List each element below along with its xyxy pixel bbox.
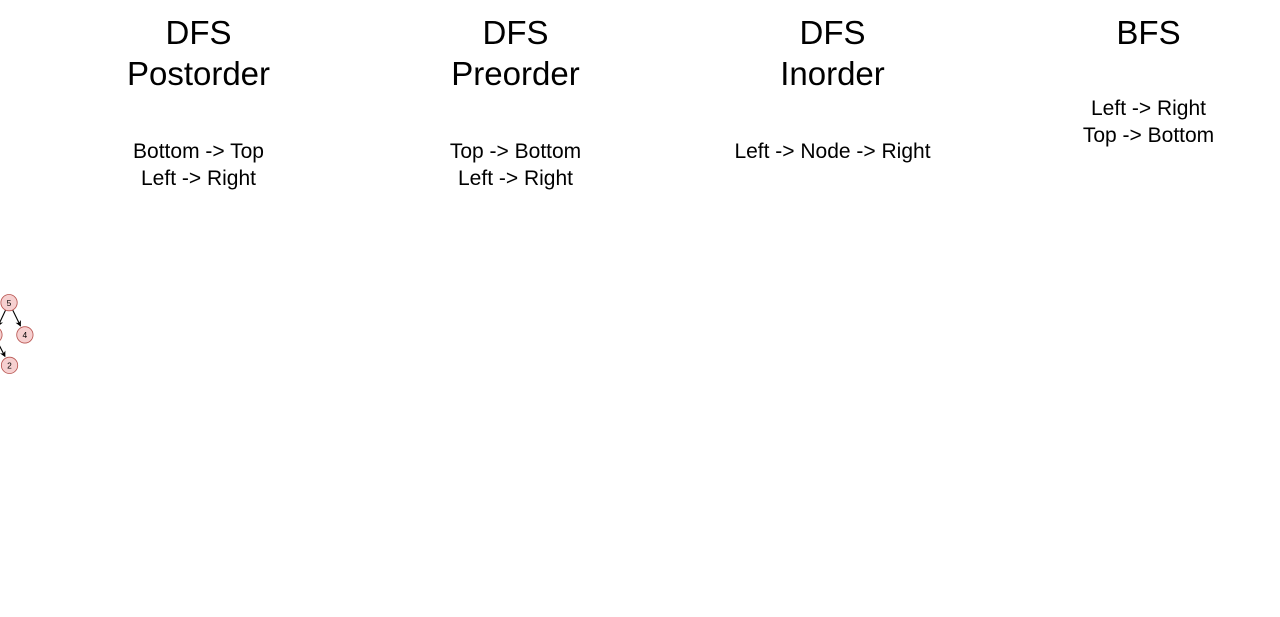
tree-node-circle — [0, 328, 3, 341]
tree-node[interactable]: 3 — [0, 327, 3, 343]
tree-edge-arrow — [0, 309, 7, 327]
tree-node[interactable]: 5 — [0, 294, 18, 312]
column-subtitle: Top -> Bottom Left -> Right — [449, 140, 582, 190]
tree-node-circle — [0, 294, 18, 312]
tree-edge-arrow — [12, 309, 22, 327]
tree-edge-arrow — [0, 345, 6, 358]
tree-node-label: 2 — [7, 361, 12, 371]
column-subtitle: Left -> Node -> Right — [734, 140, 931, 163]
tree-node-label: 5 — [7, 298, 12, 308]
traversal-column-bfs: BFS Left -> Right Top -> Bottom — [990, 0, 1280, 617]
column-title: BFS — [1116, 14, 1181, 51]
column-subtitle: Bottom -> Top Left -> Right — [133, 140, 264, 190]
tree-node[interactable]: 2 — [0, 356, 19, 374]
column-title: DFS Preorder — [451, 14, 580, 92]
column-title: DFS Postorder — [126, 14, 271, 92]
tree-node-circle — [0, 356, 19, 374]
tree-node-circle — [16, 326, 34, 344]
binary-tree-dfs-postorder: 53412 — [0, 294, 34, 374]
tree-node[interactable]: 4 — [16, 326, 34, 344]
tree-node-label: 4 — [23, 330, 28, 340]
column-subtitle: Left -> Right Top -> Bottom — [1082, 97, 1215, 147]
column-title: DFS Inorder — [780, 14, 885, 92]
